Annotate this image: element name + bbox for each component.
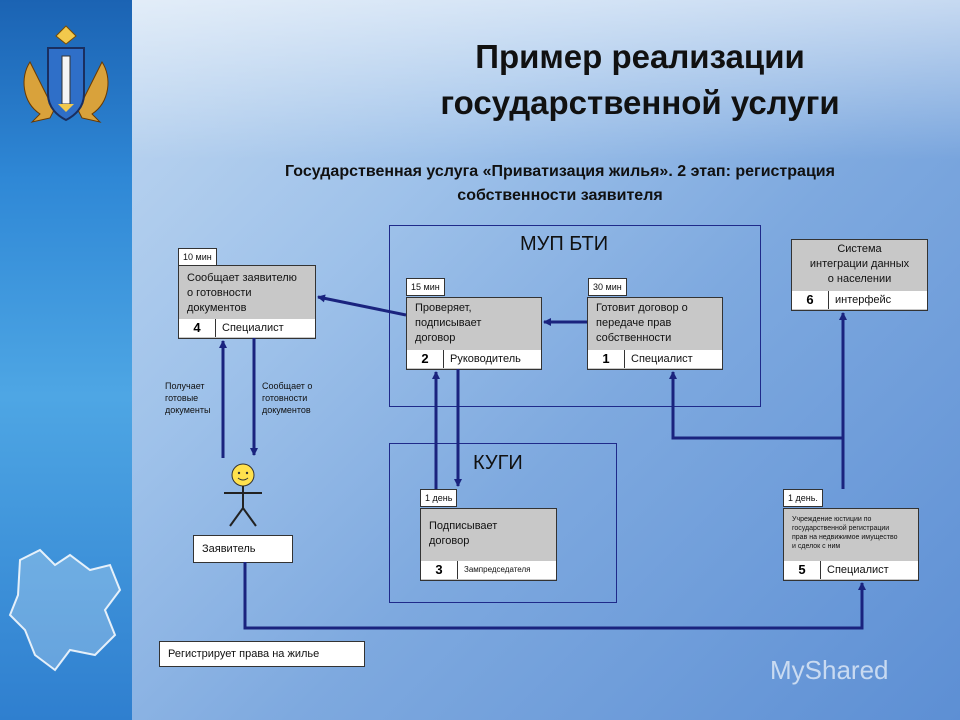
arrow-applicant-to-step5 bbox=[243, 562, 866, 630]
step4-number: 4 bbox=[179, 319, 216, 337]
step6-text-line: интеграции данных bbox=[809, 258, 910, 270]
step6-text-line: о населении bbox=[827, 273, 892, 285]
note-line: готовые bbox=[165, 393, 199, 403]
step5-text-line: прав на недвижимое имущество bbox=[792, 534, 898, 541]
note-line: Сообщает о bbox=[262, 381, 313, 391]
note-informs-readiness: Сообщает о готовности документов bbox=[262, 380, 312, 416]
step1-box: Готовит договор о передаче прав собствен… bbox=[587, 297, 723, 370]
step6-box: Система интеграции данных о населении 6 … bbox=[791, 239, 928, 311]
step2-text-line: подписывает bbox=[415, 317, 482, 329]
step3-time-tag: 1 день bbox=[420, 489, 458, 507]
top-highlight bbox=[132, 0, 960, 160]
step2-number: 2 bbox=[407, 350, 444, 368]
registers-rights-box: Регистрирует права на жилье bbox=[159, 641, 365, 667]
step2-text: Проверяет, подписывает договор bbox=[415, 301, 481, 346]
step6-number: 6 bbox=[792, 291, 829, 309]
step1-time-tag: 30 мин bbox=[588, 278, 627, 296]
step3-text-line: договор bbox=[429, 535, 470, 547]
step3-text: Подписывает договор bbox=[429, 519, 497, 549]
subtitle-line-2: собственности заявителя bbox=[457, 187, 663, 204]
step5-box: Учреждение юстиции по государственной ре… bbox=[783, 508, 919, 581]
region-kugi bbox=[389, 443, 617, 603]
step6-role: интерфейс bbox=[829, 291, 927, 309]
step2-time-tag: 15 мин bbox=[406, 278, 445, 296]
step5-text-line: государственной регистрации bbox=[792, 525, 890, 532]
arrow-step5-to-step1 bbox=[669, 371, 845, 489]
note-line: Получает bbox=[165, 381, 205, 391]
step1-text-line: собственности bbox=[596, 332, 672, 344]
note-receives-documents: Получает готовые документы bbox=[165, 380, 210, 416]
slide-subtitle: Государственная услуга «Приватизация жил… bbox=[230, 160, 890, 208]
title-line-2: государственной услуги bbox=[440, 84, 840, 121]
region-mup-bti bbox=[389, 225, 761, 407]
title-line-1: Пример реализации bbox=[475, 38, 805, 75]
step3-number: 3 bbox=[421, 561, 458, 579]
step1-role: Специалист bbox=[625, 350, 722, 368]
step2-text-line: договор bbox=[415, 332, 456, 344]
applicant-label-box: Заявитель bbox=[193, 535, 293, 563]
region-map-icon bbox=[8, 548, 122, 672]
applicant-person-icon bbox=[224, 463, 262, 527]
step2-role: Руководитель bbox=[444, 350, 541, 368]
step4-text-line: Сообщает заявителю bbox=[187, 272, 297, 284]
step5-time-tag: 1 день. bbox=[783, 489, 823, 507]
watermark: MyShared bbox=[770, 655, 889, 685]
step5-text-line: Учреждение юстиции по bbox=[792, 516, 872, 523]
note-line: документов bbox=[262, 405, 311, 415]
step6-text-line: Система bbox=[837, 243, 882, 255]
step1-text: Готовит договор о передаче прав собствен… bbox=[596, 301, 688, 346]
step2-box: Проверяет, подписывает договор 2 Руковод… bbox=[406, 297, 542, 370]
step1-number: 1 bbox=[588, 350, 625, 368]
subtitle-line-1: Государственная услуга «Приватизация жил… bbox=[285, 163, 835, 180]
step4-text-line: о готовности bbox=[187, 287, 252, 299]
region-mup-bti-label: МУП БТИ bbox=[520, 233, 609, 255]
note-line: готовности bbox=[262, 393, 308, 403]
slide-title: Пример реализации государственной услуги bbox=[380, 34, 900, 126]
step4-box: Сообщает заявителю о готовности документ… bbox=[178, 265, 316, 339]
step6-text: Система интеграции данных о населении bbox=[792, 242, 927, 287]
step4-role: Специалист bbox=[216, 319, 315, 337]
step5-text-line: и сделок с ним bbox=[792, 543, 841, 550]
step5-number: 5 bbox=[784, 561, 821, 579]
step3-text-line: Подписывает bbox=[429, 520, 498, 532]
step1-text-line: Готовит договор о bbox=[596, 302, 688, 314]
step2-text-line: Проверяет, bbox=[415, 302, 472, 314]
region-kugi-label: КУГИ bbox=[473, 452, 523, 474]
coat-of-arms-icon bbox=[23, 25, 109, 123]
step5-text: Учреждение юстиции по государственной ре… bbox=[792, 515, 898, 551]
step4-text: Сообщает заявителю о готовности документ… bbox=[187, 271, 297, 316]
note-line: документы bbox=[165, 405, 211, 415]
step3-role: Зампредседателя bbox=[458, 561, 556, 579]
step4-text-line: документов bbox=[187, 302, 247, 314]
step1-text-line: передаче прав bbox=[596, 317, 672, 329]
step5-role: Специалист bbox=[821, 561, 918, 579]
step3-box: Подписывает договор 3 Зампредседателя bbox=[420, 508, 557, 581]
arrow-step2-to-step4 bbox=[317, 294, 407, 317]
